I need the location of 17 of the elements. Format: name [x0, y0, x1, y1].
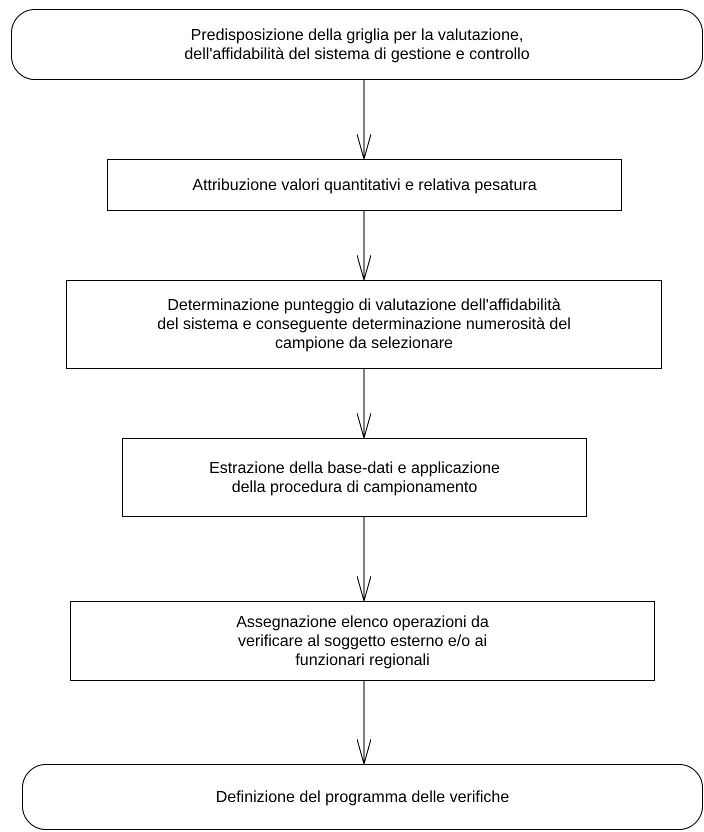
step-text: Estrazione della base-dati e applicazione della procedura di campionamento — [208, 458, 501, 496]
terminal-box — [11, 9, 703, 80]
process-box — [66, 280, 662, 369]
step-text: Predisposizione della griglia per la valutazione, dell'affidabilità del sistema di gestione e controllo — [183, 26, 531, 64]
arrow — [356, 680, 372, 764]
process-box — [70, 601, 655, 681]
arrow — [356, 516, 372, 602]
arrow — [356, 80, 372, 160]
step-text: Assegnazione elenco operazioni da verificare al soggetto esterno e/o ai funzionari regionali — [235, 612, 490, 670]
terminal-box — [22, 764, 703, 830]
arrow — [356, 368, 372, 438]
process-box — [122, 438, 587, 517]
step-text: Definizione del programma delle verifiche — [216, 788, 510, 806]
step-text: Attribuzione valori quantitativi e relativa pesatura — [192, 176, 537, 194]
process-box — [107, 159, 622, 211]
arrow — [356, 210, 372, 280]
step-text: Determinazione punteggio di valutazione dell'affidabilità del sistema e conseguente determinazione numerosità del campione da selezionare — [156, 296, 572, 353]
